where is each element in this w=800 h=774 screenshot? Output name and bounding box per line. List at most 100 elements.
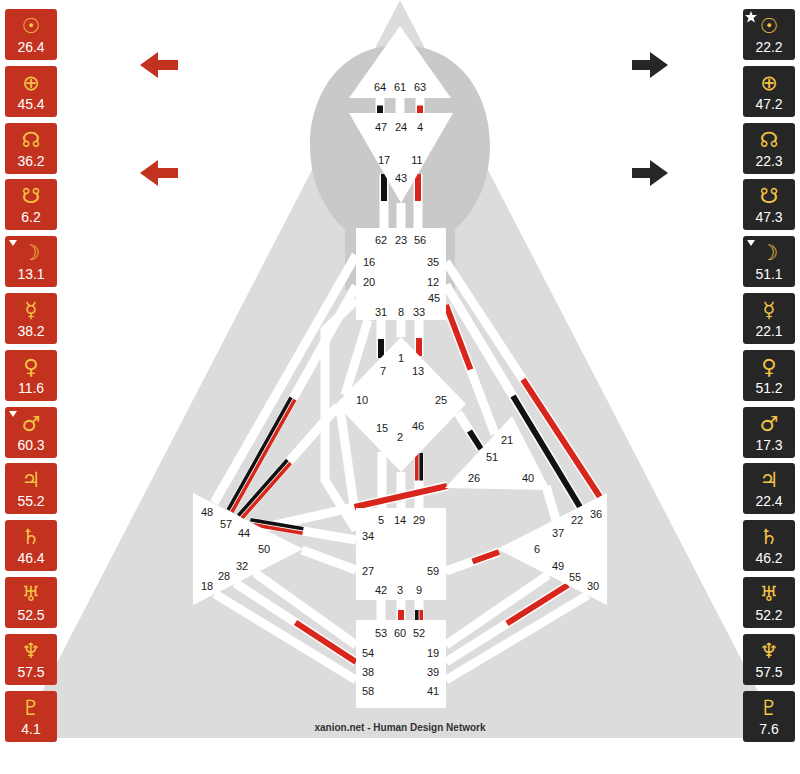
gate-number: 43 (395, 172, 407, 184)
personality-box: ☿38.2 (5, 293, 57, 344)
gate-number: 46 (412, 420, 424, 432)
channel-band (397, 203, 406, 228)
design-box: ☊22.3 (743, 123, 795, 174)
gate-number: 23 (395, 234, 407, 246)
planet-value: 38.2 (17, 323, 44, 339)
design-box: ♆57.5 (743, 634, 795, 685)
channel (380, 98, 381, 113)
planet-symbol: ☿ (25, 298, 38, 323)
gate-number: 10 (356, 394, 368, 406)
center-outline (349, 26, 451, 98)
retrograde-marker (747, 240, 755, 246)
activation-design (381, 174, 387, 201)
personality-box: ♆57.5 (5, 634, 57, 685)
planet-value: 13.1 (17, 266, 44, 282)
planet-symbol: ♅ (22, 582, 41, 607)
design-box: ♀51.2 (743, 350, 795, 401)
center-outline (445, 416, 550, 490)
center-outline (193, 493, 303, 605)
personality-box: ♂60.3 (5, 407, 57, 458)
activation-personality (473, 552, 500, 562)
channel-band (446, 285, 580, 507)
gate-number: 44 (238, 527, 250, 539)
activation-design (419, 453, 423, 481)
gate-number: 29 (413, 514, 425, 526)
gate-number: 38 (362, 666, 374, 678)
planet-symbol: ♂ (22, 412, 41, 437)
gate-number: 45 (428, 292, 440, 304)
activation-personality (417, 106, 423, 114)
gate-number: 24 (395, 121, 407, 133)
gate-number: 26 (468, 472, 480, 484)
gate-number: 33 (413, 306, 425, 318)
gate-number: 57 (220, 518, 232, 530)
design-box: ☽51.1 (743, 236, 795, 287)
activation-personality (242, 463, 291, 519)
activation-personality (507, 585, 568, 624)
gate-number: 17 (378, 154, 390, 166)
gate-number: 2 (397, 431, 403, 443)
center-outline (497, 493, 607, 605)
channel (302, 550, 356, 570)
gate-number: 62 (375, 234, 387, 246)
planet-value: 51.2 (755, 380, 782, 396)
gate-number: 53 (375, 627, 387, 639)
gate-number: 50 (258, 543, 270, 555)
channel-band (414, 174, 423, 228)
planet-symbol: ♇ (22, 696, 41, 721)
channel (546, 486, 556, 520)
personality-box: ☉26.4 (5, 9, 57, 60)
personality-box: ☽13.1 (5, 236, 57, 287)
gate-number: 22 (571, 514, 583, 526)
planet-value: 60.3 (17, 437, 44, 453)
channel (419, 320, 420, 356)
planet-value: 46.4 (17, 550, 44, 566)
activation-design (377, 106, 383, 114)
planet-value: 4.1 (21, 721, 40, 737)
gate-number: 39 (427, 666, 439, 678)
channel-band (380, 174, 389, 228)
channel-band (240, 406, 338, 517)
energy-center: 48574450322818 (193, 493, 303, 605)
gate-number: 31 (375, 306, 387, 318)
planet-value: 46.2 (755, 550, 782, 566)
energy-center: 47244174311 (349, 113, 453, 203)
channel (446, 552, 499, 571)
channel-band (415, 453, 424, 508)
channel (381, 320, 382, 358)
planet-symbol: ☿ (763, 298, 776, 323)
gate-number: 3 (397, 584, 403, 596)
center-outline (336, 337, 466, 472)
gate-number: 16 (363, 256, 375, 268)
arrow-right (632, 52, 668, 78)
gate-number: 47 (375, 121, 387, 133)
channel-band (446, 585, 568, 662)
personality-box: ♄46.4 (5, 520, 57, 571)
activation-personality (398, 610, 404, 620)
star-marker (745, 11, 757, 23)
channel-band (377, 320, 386, 358)
channel-band (397, 320, 406, 337)
channel (417, 600, 421, 620)
personality-box: ♀11.6 (5, 350, 57, 401)
gate-number: 14 (394, 514, 406, 526)
arrow-right (632, 160, 668, 186)
gate-number: 64 (374, 81, 386, 93)
channel-band (302, 550, 356, 570)
planet-symbol: ☋ (22, 184, 41, 209)
channel-band (415, 600, 424, 620)
activation-personality (296, 623, 357, 663)
gate-number: 52 (413, 627, 425, 639)
channel (446, 285, 580, 507)
gate-number: 9 (416, 584, 422, 596)
personality-box: ♅52.5 (5, 577, 57, 628)
planet-symbol: ☋ (760, 184, 779, 209)
gate-number: 35 (427, 256, 439, 268)
planet-value: 26.4 (17, 39, 44, 55)
channel-band (376, 98, 385, 113)
planet-symbol: ♃ (760, 468, 779, 493)
channel (401, 472, 402, 508)
gate-number: 58 (362, 685, 374, 697)
center-outline (356, 620, 446, 708)
channel-band (446, 552, 499, 571)
